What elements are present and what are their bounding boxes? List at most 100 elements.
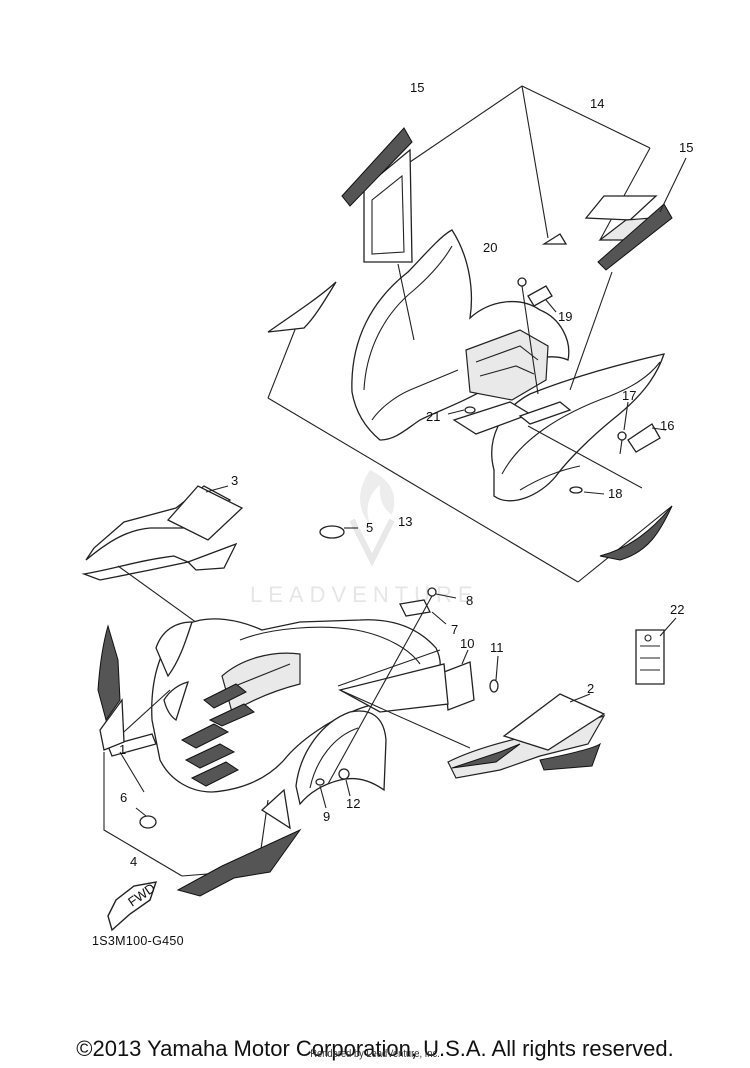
decal-15-right <box>541 157 687 391</box>
leader-18 <box>583 491 605 495</box>
leader-13-b <box>267 397 579 583</box>
fender-right-inner-line <box>501 361 661 475</box>
watermark-text: LEADVENTURE <box>250 582 479 607</box>
leader-8-b <box>327 595 433 785</box>
part-17-pin <box>619 439 623 455</box>
part-9-grommet <box>315 778 325 786</box>
leader-14 <box>409 85 651 241</box>
callout-7: 7 <box>451 622 458 637</box>
front-fender-assembly <box>81 485 677 897</box>
decal-4-upright-b <box>99 698 125 751</box>
decal-15-left-strip <box>341 127 413 207</box>
decal-3-tile <box>166 485 244 541</box>
callout-2: 2 <box>587 681 594 696</box>
decal-4-spike <box>260 788 291 830</box>
part-16-label <box>627 423 661 453</box>
fender-left-flap <box>155 621 193 678</box>
fwd-arrow-shape <box>107 881 158 932</box>
part-20-bolt <box>517 277 527 287</box>
leader-1 <box>119 751 145 793</box>
callout-21: 21 <box>426 409 440 424</box>
callout-16: 16 <box>660 418 674 433</box>
fender-mid-decal <box>518 401 572 425</box>
callout-1: 1 <box>119 742 126 757</box>
callout-3: 3 <box>231 473 238 488</box>
rear-fender-assembly <box>267 229 673 583</box>
leader-13-c <box>577 505 673 583</box>
fender-decal-left-tip <box>267 281 337 333</box>
leader-3 <box>205 485 229 493</box>
fasteners-rear <box>447 277 667 495</box>
tag-hole <box>644 634 652 642</box>
leader-10 <box>461 649 469 665</box>
copyright-notice: ©2013 Yamaha Motor Corporation, U.S.A. A… <box>76 1036 674 1061</box>
leader-8 <box>435 593 457 599</box>
part-22-tag <box>635 629 665 685</box>
leader-20 <box>521 285 539 395</box>
part-12-nut <box>338 768 350 780</box>
leader-21 <box>447 409 465 415</box>
leader-17 <box>623 401 629 431</box>
fender-right-lower-line <box>519 465 581 491</box>
diagram-code: 1S3M100-G450 <box>92 934 184 948</box>
callout-15-left: 15 <box>410 80 424 95</box>
callout-numbers: 1 2 3 4 5 6 7 8 9 10 11 12 13 14 15 15 1… <box>119 80 693 869</box>
decal-15-right-leader-b <box>569 271 613 391</box>
front-fender-top-line <box>239 626 421 665</box>
part-8-bolt <box>427 587 437 597</box>
arch-inner-line <box>309 727 359 789</box>
leader-6 <box>135 807 147 817</box>
rendered-by-notice: Rendered by LeadVenture, Inc. <box>310 1048 440 1060</box>
fender-stripe-5 <box>208 703 255 727</box>
decal-3-small <box>186 542 238 571</box>
bracket-line-b <box>479 365 535 377</box>
callout-15-right: 15 <box>679 140 693 155</box>
leader-14-right <box>599 147 651 241</box>
fender-stripe-1 <box>180 723 230 749</box>
part-17-clip <box>617 431 627 441</box>
forward-direction-arrow: FWD <box>107 880 158 932</box>
fender-stripe-3 <box>190 761 239 787</box>
decal-15-left <box>341 127 415 341</box>
callout-10: 10 <box>460 636 474 651</box>
part-11-clip <box>489 679 499 693</box>
leader-13-a <box>267 321 299 399</box>
decal-15-right-strip <box>597 203 673 271</box>
fender-stripe-2 <box>184 743 236 769</box>
leader-12 <box>345 779 351 797</box>
decal-2-stripe <box>539 742 601 771</box>
fender-left-lower-line <box>371 369 459 421</box>
part-5-emblem <box>319 525 345 539</box>
part-1-emblem <box>107 733 157 757</box>
decal-14-right-panel <box>584 195 658 221</box>
callout-4: 4 <box>130 854 137 869</box>
callout-18: 18 <box>608 486 622 501</box>
part-19-label <box>527 285 553 307</box>
part-21-nut <box>464 406 476 414</box>
leader-7 <box>431 611 447 625</box>
leadventure-watermark: LEADVENTURE <box>250 470 479 607</box>
leader-22 <box>659 617 677 637</box>
leader-4 <box>103 752 183 877</box>
callout-22: 22 <box>670 602 684 617</box>
decal-15-right-leader <box>659 157 687 213</box>
fender-left-flap-b <box>163 681 189 722</box>
fender-left-inner-line <box>363 245 453 391</box>
part-18-grommet <box>569 486 583 494</box>
leader-11 <box>495 655 499 681</box>
leader-18-b <box>527 425 643 489</box>
rear-fender-left-panel <box>351 229 570 441</box>
leader-2-b <box>339 689 471 749</box>
callout-17: 17 <box>622 388 636 403</box>
callout-8: 8 <box>466 593 473 608</box>
fender-stripe-4 <box>203 683 247 709</box>
part-7-label <box>399 599 431 617</box>
leader-16 <box>651 427 667 431</box>
decal-2-tile <box>502 693 606 751</box>
decal-3-lower <box>81 555 191 581</box>
callout-12: 12 <box>346 796 360 811</box>
callout-13: 13 <box>398 514 412 529</box>
decal-2-logo <box>451 743 521 769</box>
decal-15-left-leader <box>397 263 415 341</box>
